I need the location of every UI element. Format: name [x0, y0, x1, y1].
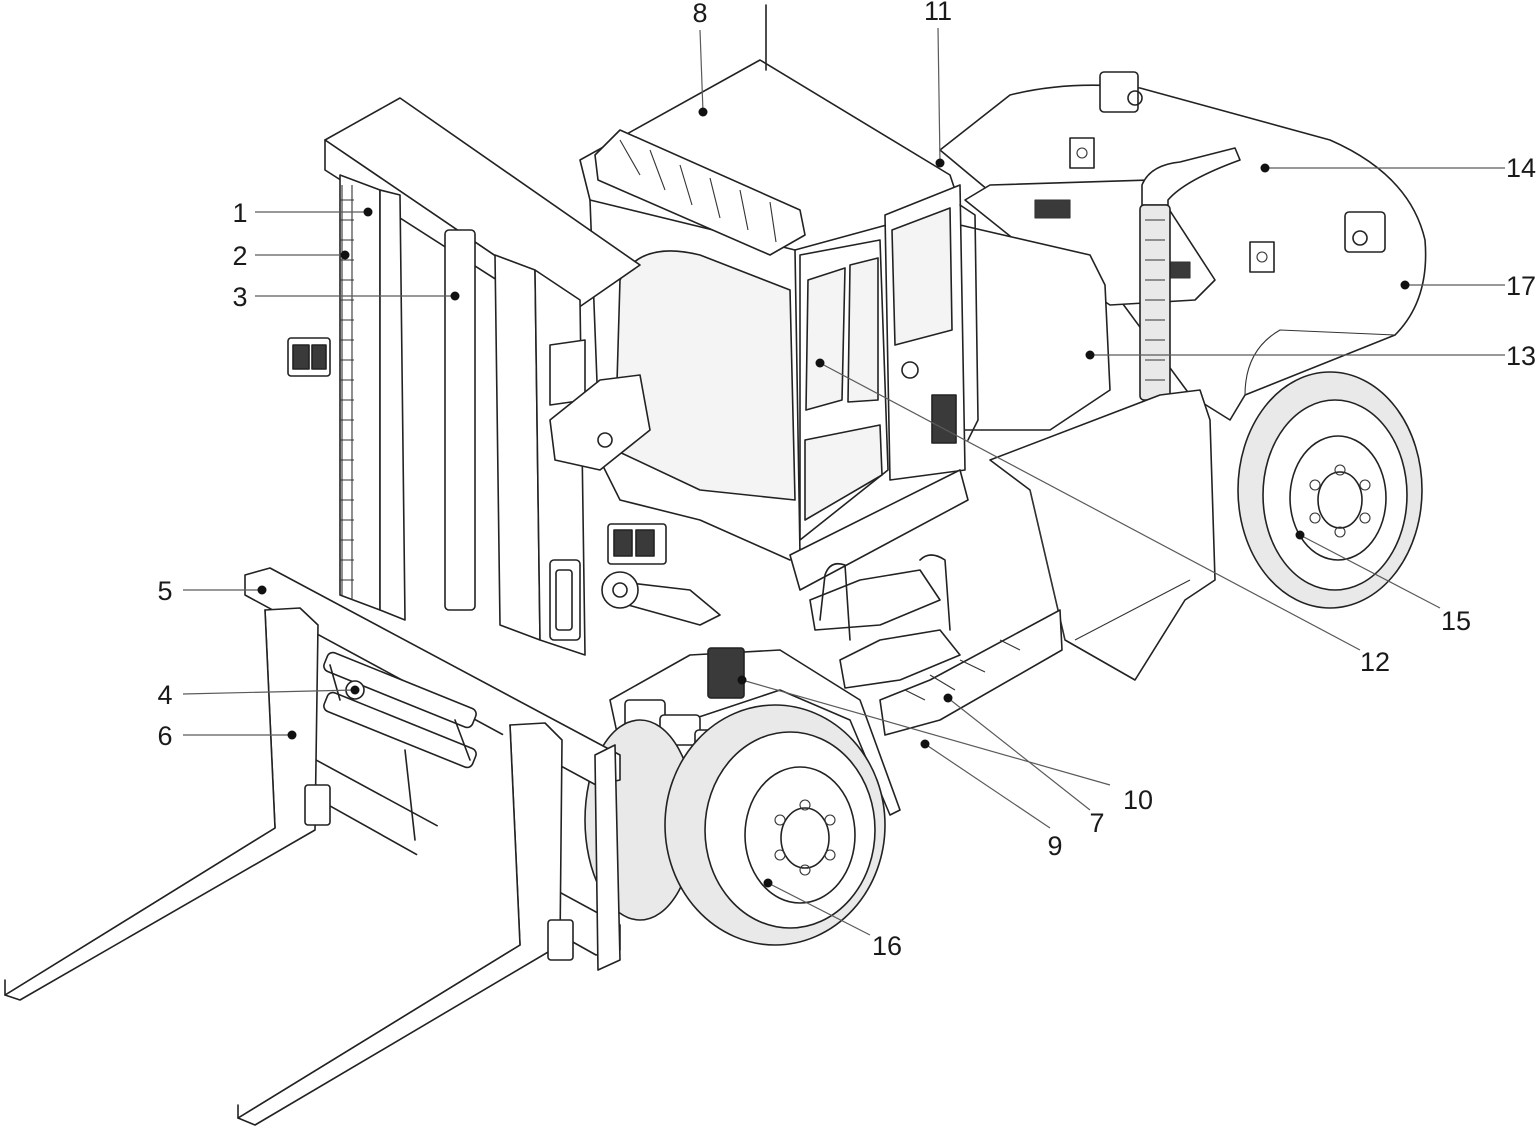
- callout-3: 3: [232, 282, 247, 312]
- callout-6: 6: [157, 721, 172, 751]
- side-panel: [989, 389, 1216, 681]
- exhaust-pipe: [1139, 147, 1241, 401]
- front-wheels: [584, 704, 886, 946]
- callout-14: 14: [1506, 153, 1536, 183]
- rear-wheel: [1237, 371, 1423, 609]
- callout-7: 7: [1089, 808, 1104, 838]
- callout-9: 9: [1047, 831, 1062, 861]
- forks: [4, 607, 621, 1126]
- callout-13: 13: [1506, 341, 1536, 371]
- cab: [579, 4, 979, 591]
- callout-4: 4: [157, 680, 172, 710]
- callout-8: 8: [692, 0, 707, 28]
- callout-17: 17: [1506, 271, 1536, 301]
- leader-lines: [182, 27, 1505, 936]
- callout-10: 10: [1123, 785, 1153, 815]
- callout-dots: [257, 107, 1410, 888]
- callout-16: 16: [872, 931, 902, 961]
- steps: [809, 554, 1063, 736]
- callout-11: 11: [924, 0, 952, 26]
- callout-15: 15: [1441, 606, 1471, 636]
- callout-12: 12: [1360, 647, 1390, 677]
- mast: [287, 97, 721, 656]
- callout-numbers: 1 2 3 4 5 6 7 8 9 10 11 12 13 14 15 16 1…: [157, 0, 1536, 961]
- callout-5: 5: [157, 576, 172, 606]
- callout-2: 2: [232, 241, 247, 271]
- callout-1: 1: [232, 198, 247, 228]
